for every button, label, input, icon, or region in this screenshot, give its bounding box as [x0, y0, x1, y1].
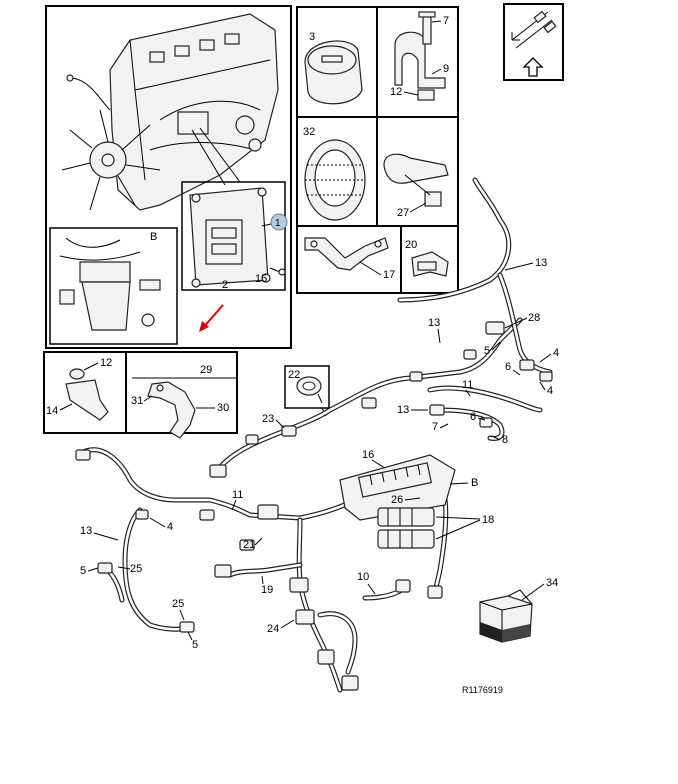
label-32: 32 — [303, 126, 315, 138]
connector-22-panel: 22 — [284, 365, 330, 417]
cable-tie-part — [383, 153, 449, 207]
label-31: 31 — [131, 395, 143, 407]
label-26: 26 — [391, 494, 403, 506]
label-20: 20 — [405, 239, 417, 251]
clamp-part — [394, 11, 446, 101]
label-22: 22 — [288, 369, 300, 381]
label-b: B — [471, 477, 478, 489]
label-7: 7 — [443, 15, 449, 27]
connector-pair — [377, 507, 435, 549]
label-6: 6 — [470, 411, 476, 423]
label-7: 7 — [432, 421, 438, 433]
label-15: 15 — [255, 273, 267, 285]
label-19: 19 — [261, 584, 273, 596]
label-18: 18 — [482, 514, 494, 526]
package-box — [479, 589, 533, 643]
cap-part — [304, 40, 363, 105]
orientation-panel — [503, 3, 564, 81]
label-8: 8 — [502, 434, 508, 446]
label-27: 27 — [397, 207, 409, 219]
connector-inset: B — [49, 227, 178, 345]
label-29: 29 — [200, 364, 212, 376]
label-b: B — [150, 231, 157, 243]
wiring-harness — [75, 177, 553, 693]
label-30: 30 — [217, 402, 229, 414]
label-25: 25 — [130, 563, 142, 575]
label-12b: 12 — [100, 357, 112, 369]
label-14: 14 — [46, 405, 58, 417]
label-24: 24 — [267, 623, 279, 635]
label-4: 4 — [553, 347, 559, 359]
engine-illustration — [61, 13, 279, 211]
label-6: 6 — [505, 361, 511, 373]
connector-block — [339, 454, 456, 521]
label-5: 5 — [192, 639, 198, 651]
label-11: 11 — [462, 379, 473, 391]
pointer-arrow-icon — [199, 304, 224, 332]
bracket-part — [304, 237, 389, 271]
label-13: 13 — [397, 404, 409, 416]
label-11: 11 — [232, 489, 243, 501]
clip-part — [411, 251, 449, 277]
arrow-up-icon — [522, 57, 544, 77]
label-3: 3 — [309, 31, 315, 43]
label-25: 25 — [172, 598, 184, 610]
label-12: 12 — [390, 86, 402, 98]
label-4: 4 — [547, 385, 553, 397]
fan-icon — [61, 109, 161, 211]
reference-code: R1176919 — [462, 685, 503, 695]
label-2: 2 — [222, 279, 228, 291]
callout-bubble — [270, 213, 288, 231]
label-9: 9 — [443, 63, 449, 75]
label-13: 13 — [428, 317, 440, 329]
label-1: 1 — [275, 218, 281, 229]
harness-labels: 13 28 13 5 4 6 4 11 13 6 7 8 23 16 B 26 … — [80, 257, 559, 651]
ecu-inset — [181, 127, 286, 291]
label-16: 16 — [362, 449, 374, 461]
label-5: 5 — [80, 565, 86, 577]
label-17: 17 — [383, 269, 395, 281]
label-13: 13 — [80, 525, 92, 537]
parts-grid: 3 7 9 12 32 27 — [296, 6, 459, 294]
label-5: 5 — [484, 345, 490, 357]
label-21: 21 — [243, 539, 255, 551]
label-23: 23 — [262, 413, 274, 425]
ring-part — [304, 139, 366, 221]
label-4: 4 — [167, 521, 173, 533]
label-34: 34 — [546, 577, 558, 589]
engine-overview-panel: 1 2 15 B — [45, 5, 292, 349]
bracket-panel-left: 12 14 29 31 30 — [43, 351, 238, 439]
label-10: 10 — [357, 571, 369, 583]
label-13: 13 — [535, 257, 547, 269]
label-28: 28 — [528, 312, 540, 324]
